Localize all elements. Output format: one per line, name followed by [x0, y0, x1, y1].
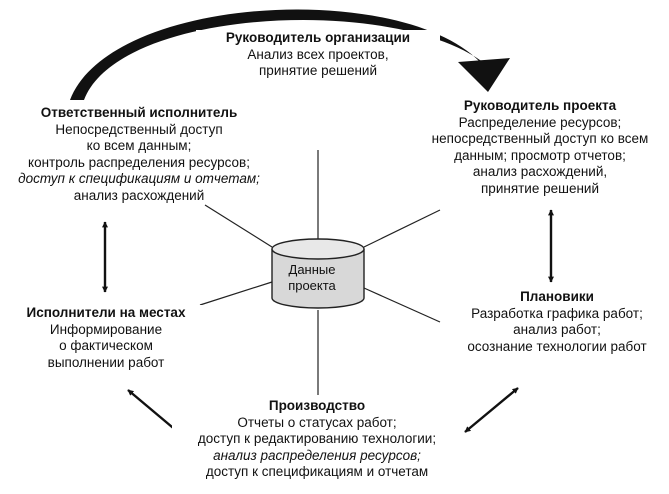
- node-planners: Плановики Разработка графика работ; анал…: [446, 289, 668, 355]
- node-responsible: Ответственный исполнитель Непосредственн…: [2, 105, 276, 204]
- node-org-head-title: Руководитель организации: [225, 30, 411, 45]
- node-field-executors-title: Исполнители на местах: [26, 305, 186, 320]
- node-field-executors: Исполнители на местах Информирование о ф…: [8, 305, 204, 371]
- spoke-line-left: [199, 281, 273, 306]
- node-production: Производство Отчеты о статусах работ; до…: [172, 398, 462, 481]
- node-production-title: Производство: [268, 398, 366, 413]
- node-org-head: Руководитель организации Анализ всех про…: [196, 30, 440, 80]
- double-arrow-bottom-right: [464, 387, 519, 433]
- database-cylinder-icon: [271, 238, 365, 309]
- spoke-line-top-right: [363, 209, 441, 248]
- node-responsible-title: Ответственный исполнитель: [40, 105, 238, 120]
- spoke-line-right: [363, 287, 441, 323]
- node-planners-title: Плановики: [520, 289, 594, 304]
- spoke-line-top-left: [204, 204, 273, 248]
- curved-arrow-body: [70, 9, 490, 100]
- node-project-manager: Руководитель проекта Распределение ресур…: [412, 98, 668, 197]
- curved-arrow-head: [458, 58, 510, 92]
- double-arrow-bottom-left: [127, 389, 179, 433]
- node-project-manager-title: Руководитель проекта: [463, 98, 617, 113]
- hub-label: Данные проекта: [288, 262, 336, 293]
